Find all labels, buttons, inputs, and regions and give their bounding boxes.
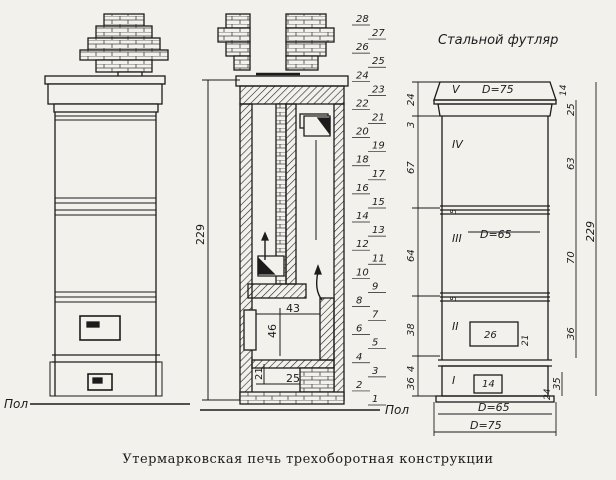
brick-row-number: 26 <box>356 42 369 53</box>
section-roman-V: V <box>452 83 461 96</box>
left-dim: 67 <box>406 161 417 174</box>
brick-row-number: 12 <box>356 239 369 250</box>
left-dim: 4 <box>406 366 417 372</box>
jacket-ash-door <box>473 374 503 394</box>
jacket-title: Стальной футляр <box>438 33 558 48</box>
brick-row-number: 8 <box>356 295 362 306</box>
brick-row-number: 24 <box>356 70 369 81</box>
floor-label-right: Пол <box>385 403 409 417</box>
diagram-caption: Утермарковская печь трехоборотная констр… <box>122 452 494 467</box>
brick-row-number: 16 <box>356 183 369 194</box>
brick-row-number: 21 <box>372 113 385 124</box>
chimney-brickwork <box>79 13 169 73</box>
brick-row-number: 17 <box>372 169 385 180</box>
left-dim: 38 <box>406 323 417 336</box>
door-lower-height: 24 <box>543 388 553 400</box>
door-lower-width: 14 <box>482 379 495 390</box>
brick-row-number: 22 <box>356 98 369 109</box>
dim-fire-46: 46 <box>266 324 279 338</box>
dim-ash-21: 21 <box>254 367 265 380</box>
section-roman-II: II <box>452 320 459 333</box>
brick-row-number: 23 <box>372 84 385 95</box>
brick-row-number: 25 <box>372 56 385 67</box>
brick-row-number: 27 <box>372 28 385 39</box>
right-dim: 36 <box>566 327 577 340</box>
brick-row-number: 20 <box>356 127 369 138</box>
stove-section <box>217 13 349 405</box>
stove-elevation <box>44 13 169 397</box>
brick-row-number: 4 <box>356 352 362 363</box>
brick-row-number: 7 <box>372 310 379 321</box>
steel-jacket <box>433 81 557 403</box>
right-dim: 35 <box>552 377 563 390</box>
bottom-inner-diameter: D=65 <box>478 401 510 414</box>
section-wall-right <box>333 103 345 401</box>
dim-height-229: 229 <box>194 224 207 245</box>
right-dim: 25 <box>566 103 577 116</box>
brick-row-number: 9 <box>372 281 378 292</box>
brick-row-number: 19 <box>372 141 385 152</box>
brick-row-number: 11 <box>372 253 385 264</box>
section-roman-I: I <box>452 374 455 387</box>
bottom-outer-diameter: D=75 <box>470 419 502 432</box>
stove-body <box>54 112 157 396</box>
fire-door <box>79 315 121 341</box>
brick-row-number: 13 <box>372 225 385 236</box>
band-dim-2: 5 <box>449 296 458 301</box>
cap-dim: 14 <box>559 84 569 96</box>
door-upper-width: 26 <box>484 330 497 341</box>
right-dim: 63 <box>566 157 577 170</box>
brick-row-number: 28 <box>356 14 369 25</box>
door-upper-height: 21 <box>521 335 531 346</box>
right-total: 229 <box>584 221 597 242</box>
brick-row-number: 18 <box>356 155 369 166</box>
section-dimensions <box>202 79 320 401</box>
section-roman-III: III <box>452 232 462 245</box>
brick-row-number: 5 <box>372 338 378 349</box>
band-dim-1: 5 <box>449 209 458 214</box>
section-roman-IV: IV <box>452 138 464 151</box>
right-dim: 70 <box>566 251 577 264</box>
brick-row-numbers: 2827262524232221201918171615141312111098… <box>352 14 386 406</box>
brick-row-number: 10 <box>356 267 369 278</box>
left-dim: 24 <box>406 93 417 106</box>
jacket-labels: VIVIIIIIID=75D=65D=65D=75243676438436256… <box>406 83 597 432</box>
dim-ash-25: 25 <box>286 372 300 385</box>
dim-flue-43: 43 <box>286 302 300 315</box>
left-dim: 3 <box>406 122 417 128</box>
cornice <box>44 75 166 85</box>
top-diameter: D=75 <box>482 83 514 96</box>
floor-label-left: Пол <box>4 397 28 411</box>
brick-row-number: 6 <box>356 324 362 335</box>
brick-row-number: 3 <box>372 366 378 377</box>
section-wall-left <box>239 103 253 401</box>
brick-row-number: 14 <box>356 211 369 222</box>
left-dim: 64 <box>406 249 417 262</box>
brick-row-number: 15 <box>372 197 385 208</box>
jacket-dimensions <box>412 81 597 436</box>
floor-line <box>30 403 380 411</box>
brick-row-number: 2 <box>356 380 362 391</box>
left-dim: 36 <box>406 377 417 390</box>
brick-row-number: 1 <box>372 394 378 405</box>
mid-diameter: D=65 <box>480 228 512 241</box>
